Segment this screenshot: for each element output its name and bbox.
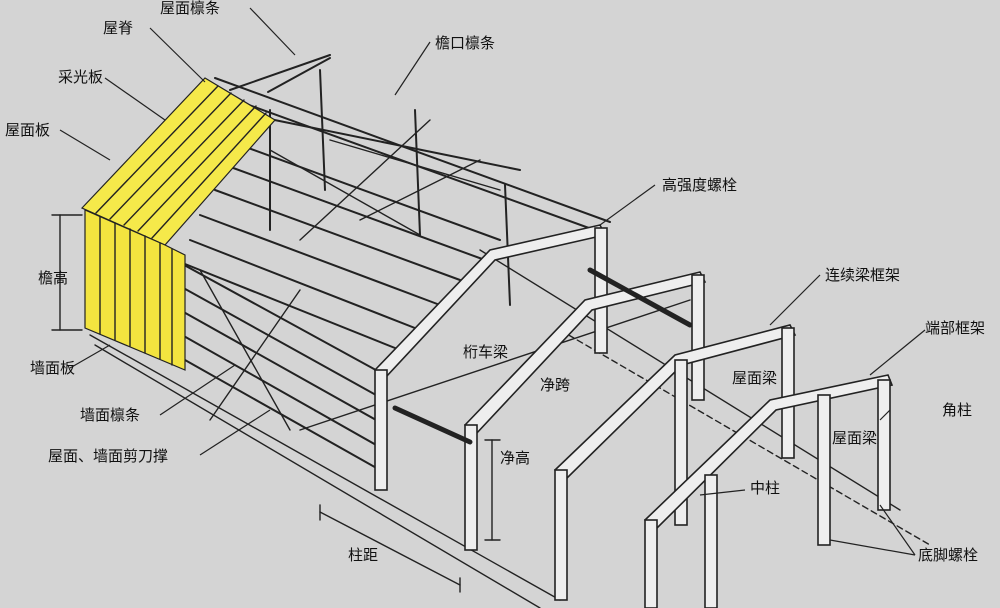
- label-middle-column: 中柱: [750, 479, 780, 497]
- label-clear-span: 净跨: [540, 376, 570, 394]
- label-column-spacing: 柱距: [348, 546, 378, 564]
- label-hs-bolt: 高强度螺栓: [662, 176, 737, 194]
- wall-purlins: [174, 259, 386, 471]
- eave-height-dimension: [51, 214, 83, 331]
- label-continuous-beam-frame: 连续梁框架: [825, 266, 900, 284]
- roof-bracing: [269, 119, 501, 241]
- label-bracing: 屋面、墙面剪刀撑: [48, 447, 168, 465]
- label-skylight: 采光板: [58, 68, 103, 86]
- frame-4: [643, 374, 894, 608]
- label-clear-height: 净高: [500, 449, 530, 467]
- frame-2: [463, 271, 707, 551]
- wall-panel-yellow: [84, 209, 186, 371]
- label-roof-beam-1: 屋面梁: [732, 369, 777, 387]
- label-anchor-bolt: 底脚螺栓: [918, 546, 978, 564]
- clear-height-dimension: [484, 439, 501, 541]
- frame-3: [553, 324, 797, 601]
- roof-panel-yellow: [80, 77, 276, 246]
- crane-beams: [392, 267, 693, 445]
- labels: 屋面檩条 屋脊 檐口檩条 采光板 屋面板 檐高 高强度螺栓 连续梁框架 端部框架…: [5, 0, 985, 564]
- column-spacing-dimension: [319, 504, 461, 593]
- label-crane-beam: 桁车梁: [463, 343, 508, 361]
- label-eave-height: 檐高: [38, 269, 68, 287]
- leader-lines: [59, 7, 926, 556]
- label-end-frame: 端部框架: [925, 319, 985, 337]
- roof-purlins: [179, 54, 611, 351]
- label-corner-column: 角柱: [942, 401, 972, 419]
- label-wall-panel: 墙面板: [30, 359, 75, 377]
- ground-lines: [89, 249, 931, 608]
- label-roof-purlin: 屋面檩条: [160, 0, 220, 17]
- label-roof-panel: 屋面板: [5, 121, 50, 139]
- frame-1: [373, 224, 608, 491]
- label-wall-purlin: 墙面檩条: [80, 406, 140, 424]
- label-eave-purlin: 檐口檩条: [435, 34, 495, 52]
- label-roof-beam-2: 屋面梁: [832, 429, 877, 447]
- label-ridge: 屋脊: [103, 19, 133, 37]
